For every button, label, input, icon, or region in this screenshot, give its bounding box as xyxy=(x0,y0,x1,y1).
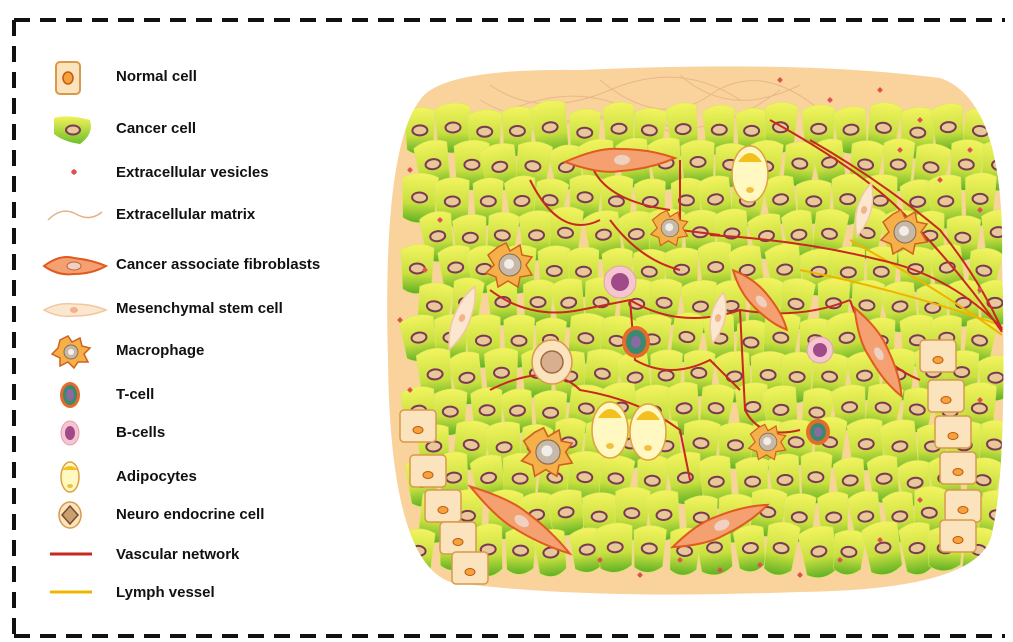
legend-item-extracellular-matrix: Extracellular matrix xyxy=(40,198,360,234)
matrix-fiber-icon xyxy=(40,198,110,234)
vascular-line-icon xyxy=(40,538,110,574)
vesicle-icon xyxy=(40,156,110,192)
t-cell-icon xyxy=(40,378,110,414)
legend-item-extracellular-vesicles: Extracellular vesicles xyxy=(40,156,360,192)
legend-item-vascular-network: Vascular network xyxy=(40,538,360,574)
legend-label: Extracellular vesicles xyxy=(116,164,269,181)
normal-cell xyxy=(940,520,976,552)
legend-item-cancer-associate-fibroblasts: Cancer associate fibroblasts xyxy=(40,248,360,284)
normal-cell xyxy=(935,416,971,448)
legend-label: T-cell xyxy=(116,386,154,403)
normal-cell xyxy=(928,380,964,412)
legend-label: Neuro endocrine cell xyxy=(116,506,264,523)
legend-label: Lymph vessel xyxy=(116,584,215,601)
legend-item-t-cell: T-cell xyxy=(40,378,360,414)
legend-item-macrophage: Macrophage xyxy=(40,334,360,370)
normal-cell xyxy=(410,455,446,487)
legend-item-b-cells: B-cells xyxy=(40,416,360,452)
legend-label: Vascular network xyxy=(116,546,239,563)
legend-item-neuro-endocrine-cell: Neuro endocrine cell xyxy=(40,498,360,534)
legend-label: Extracellular matrix xyxy=(116,206,255,223)
neuro-endocrine-cell xyxy=(532,340,572,384)
normal-cell xyxy=(440,522,476,554)
normal-cell xyxy=(400,410,436,442)
cancer-cell xyxy=(831,529,866,577)
legend-label: Macrophage xyxy=(116,342,204,359)
normal-cell-icon xyxy=(40,60,110,96)
normal-cell xyxy=(940,452,976,484)
legend-label: Cancer cell xyxy=(116,120,196,137)
cancer-cell xyxy=(596,522,634,573)
stem-cell-icon xyxy=(40,292,110,328)
lymph-line-icon xyxy=(40,576,110,612)
neuroendocrine-cell-icon xyxy=(40,498,110,534)
legend-label: Cancer associate fibroblasts xyxy=(116,256,320,273)
cancer-cell xyxy=(401,528,436,575)
normal-cell xyxy=(945,490,981,522)
legend-label: B-cells xyxy=(116,424,165,441)
legend-item-adipocytes: Adipocytes xyxy=(40,460,360,496)
legend-item-cancer-cell: Cancer cell xyxy=(40,112,360,148)
normal-cell xyxy=(425,490,461,522)
legend-label: Adipocytes xyxy=(116,468,197,485)
normal-cell xyxy=(920,340,956,372)
macrophage-icon xyxy=(40,334,110,370)
b-cell-icon xyxy=(40,416,110,452)
legend-item-mesenchymal-stem-cell: Mesenchymal stem cell xyxy=(40,292,360,328)
cancer-cell xyxy=(632,525,667,574)
cancer-cell-icon xyxy=(40,112,110,148)
tumor-microenvironment-illustration xyxy=(380,60,1010,600)
adipocyte-icon xyxy=(40,460,110,496)
legend-item-lymph-vessel: Lymph vessel xyxy=(40,576,360,612)
fibroblast-icon xyxy=(40,248,110,284)
legend-item-normal-cell: Normal cell xyxy=(40,60,360,96)
legend-label: Normal cell xyxy=(116,68,197,85)
normal-cell xyxy=(452,552,488,584)
legend-label: Mesenchymal stem cell xyxy=(116,300,283,317)
